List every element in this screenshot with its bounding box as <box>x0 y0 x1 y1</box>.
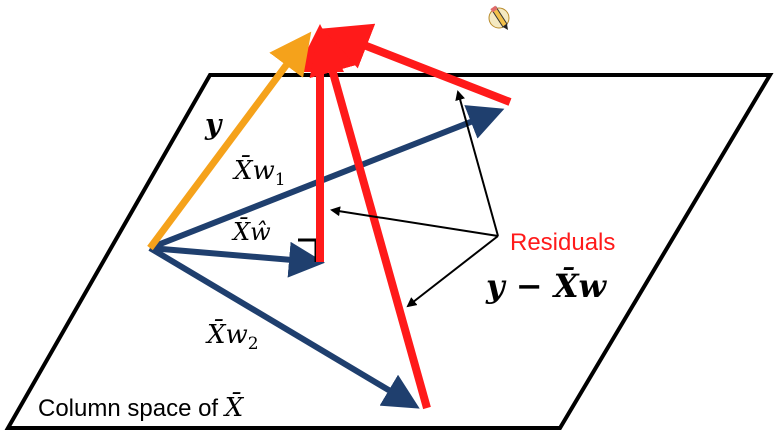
pencil-icon-tip <box>503 24 508 30</box>
residual-formula-label: y − X̄w <box>485 267 608 305</box>
xw2-label: X̄w2 <box>205 318 259 354</box>
column-space-symbol: X̄ <box>223 391 245 423</box>
xw1-label: X̄w1 <box>232 154 286 190</box>
xw2-label-base: X̄w <box>205 318 248 350</box>
column-space-text: Column space of <box>38 395 218 422</box>
column-space-plane <box>4 73 774 430</box>
residual-vector-2 <box>309 25 431 410</box>
xw1-label-sub: 1 <box>275 170 286 190</box>
residual-vector-1 <box>321 23 512 106</box>
pointer-arrow-lower <box>406 235 499 308</box>
pencil-icon-eraser <box>490 5 498 13</box>
pointer-arrow-middle <box>330 206 499 237</box>
column-space-label: Column space of X̄ <box>38 391 245 423</box>
y-vector <box>147 31 312 251</box>
xw2-vector <box>148 245 420 409</box>
y-label: y <box>204 108 223 141</box>
pointer-arrow-upper <box>455 90 499 237</box>
pencil-icon[interactable] <box>488 5 510 30</box>
xw1-label-base: X̄w <box>232 154 275 186</box>
xhat-vector <box>149 241 325 278</box>
xhat-label: X̄ŵ <box>231 218 271 246</box>
residuals-label: Residuals <box>510 229 615 256</box>
xw2-label-sub: 2 <box>248 334 259 354</box>
